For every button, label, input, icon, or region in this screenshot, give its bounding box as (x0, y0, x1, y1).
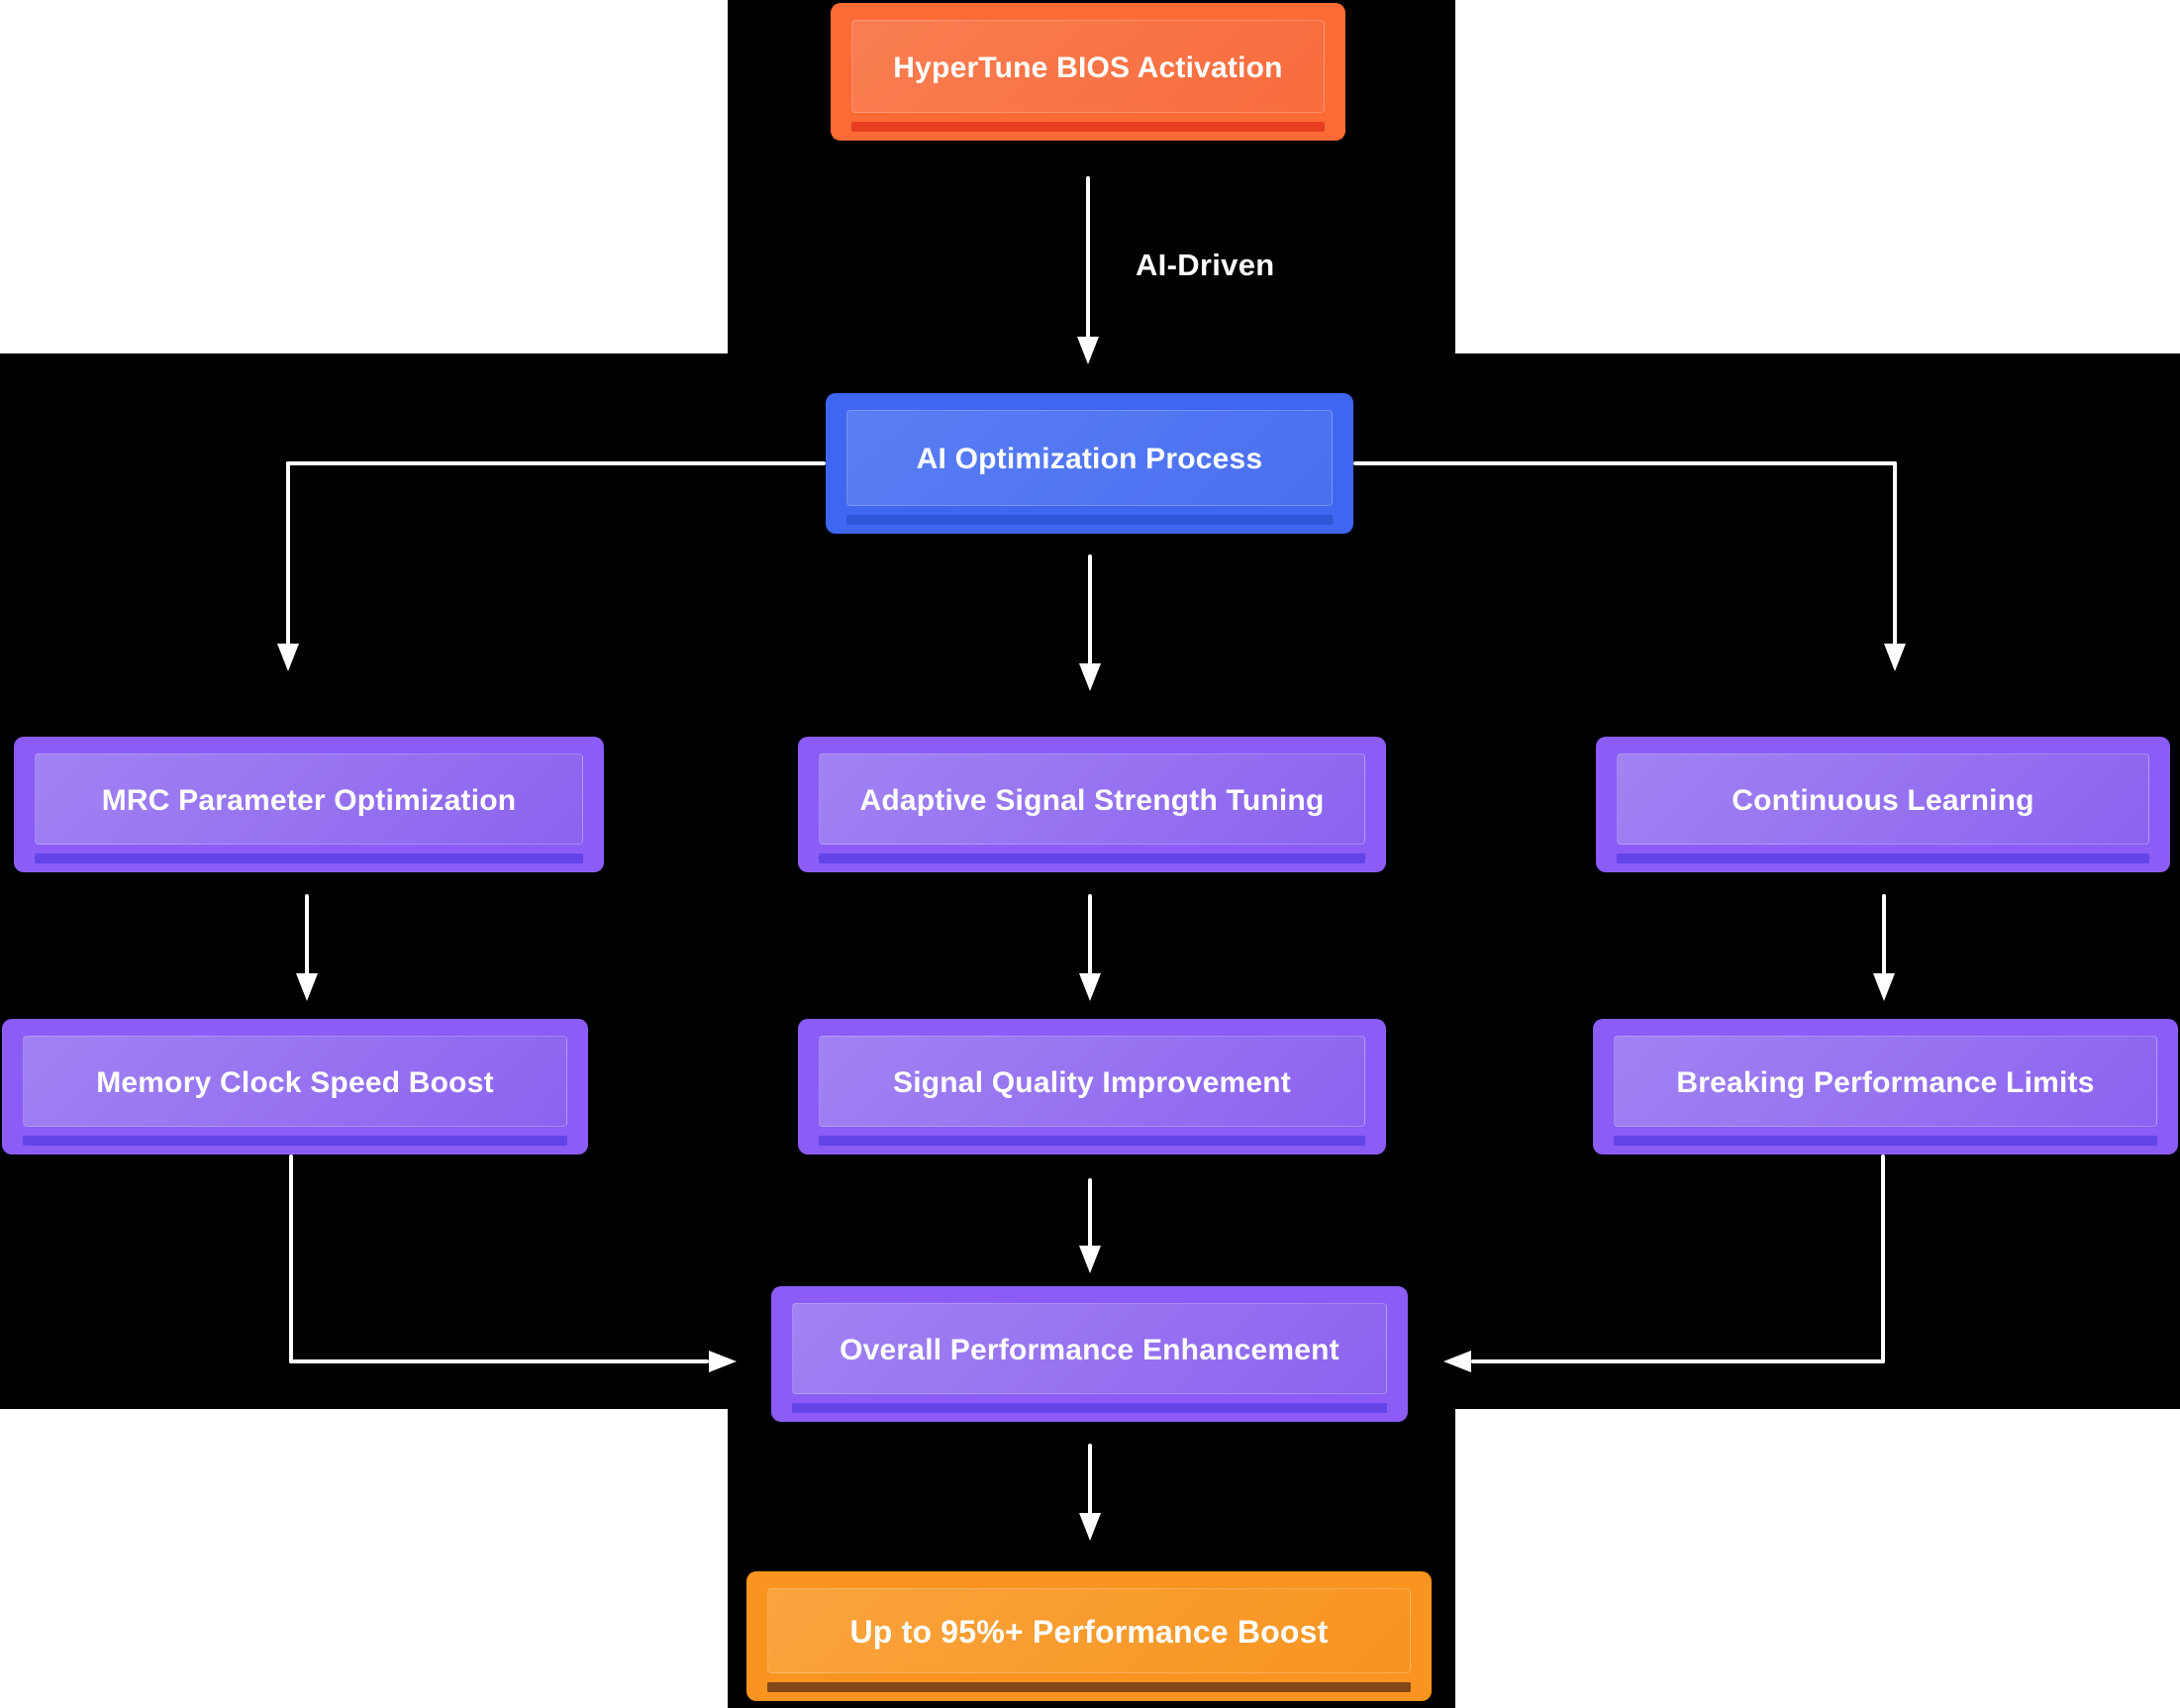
node-accent-stripe (35, 854, 583, 863)
node-label: AI Optimization Process (916, 443, 1263, 475)
node-label: Memory Clock Speed Boost (96, 1065, 494, 1099)
node-label: Breaking Performance Limits (1676, 1065, 2095, 1099)
canvas-corner-top-left (0, 0, 728, 353)
arrow-adaptive-to-signal-shaft (1088, 894, 1092, 975)
arrow-ai-to-mrc-head (277, 644, 299, 671)
node-adaptive-signal-strength-tuning: Adaptive Signal Strength Tuning (798, 737, 1386, 872)
arrow-breaking-to-overall-head (1443, 1351, 1471, 1372)
arrow-overall-to-boost-shaft (1088, 1444, 1092, 1515)
node-hypertune-bios-activation: HyperTune BIOS Activation (831, 3, 1345, 141)
node-accent-stripe (819, 854, 1365, 863)
arrow-breaking-to-overall-vertical (1881, 1155, 1885, 1363)
arrow-overall-to-boost-head (1079, 1513, 1101, 1541)
arrow-memory-to-overall-horizontal (289, 1359, 709, 1363)
node-inner-panel (35, 754, 583, 845)
node-mrc-parameter-optimization: MRC Parameter Optimization (14, 737, 604, 872)
node-breaking-performance-limits: Breaking Performance Limits (1593, 1019, 2178, 1155)
arrow-bios-to-ai-head (1077, 337, 1099, 364)
node-inner-panel (1617, 754, 2149, 845)
node-ai-optimization-process: AI Optimization Process (826, 393, 1353, 534)
node-inner-panel (851, 20, 1325, 113)
arrow-ai-to-continuous-vertical (1893, 461, 1897, 646)
node-inner-panel (819, 1036, 1365, 1127)
node-inner-panel (23, 1036, 567, 1127)
node-label: Signal Quality Improvement (893, 1065, 1291, 1099)
arrow-continuous-to-breaking-head (1873, 973, 1895, 1001)
node-signal-quality-improvement: Signal Quality Improvement (798, 1019, 1386, 1155)
arrow-memory-to-overall-head (709, 1351, 737, 1372)
canvas-corner-bottom-right (1455, 1409, 2180, 1708)
node-accent-stripe (767, 1682, 1411, 1692)
node-accent-stripe (851, 122, 1325, 132)
arrow-ai-to-continuous-horizontal (1353, 461, 1897, 465)
arrow-ai-to-adaptive-head (1079, 663, 1101, 691)
node-label: Adaptive Signal Strength Tuning (859, 783, 1325, 817)
arrow-mrc-to-memory-head (296, 973, 318, 1001)
arrow-mrc-to-memory-shaft (305, 894, 309, 975)
node-accent-stripe (819, 1136, 1365, 1146)
arrow-memory-to-overall-vertical (289, 1155, 293, 1363)
node-accent-stripe (23, 1136, 567, 1146)
node-inner-panel (846, 410, 1333, 506)
node-inner-panel (767, 1588, 1411, 1673)
node-accent-stripe (846, 515, 1333, 525)
arrow-ai-to-continuous-head (1884, 644, 1906, 671)
node-memory-clock-speed-boost: Memory Clock Speed Boost (2, 1019, 588, 1155)
arrow-bios-to-ai-shaft (1086, 176, 1090, 339)
arrow-signal-to-overall-head (1079, 1246, 1101, 1273)
node-label: Overall Performance Enhancement (840, 1333, 1339, 1366)
node-overall-performance-enhancement: Overall Performance Enhancement (771, 1286, 1408, 1422)
edge-label-ai-driven: AI-Driven (1136, 248, 1275, 282)
arrow-ai-to-adaptive-shaft (1088, 554, 1092, 665)
node-performance-boost-result: Up to 95%+ Performance Boost (746, 1571, 1432, 1701)
arrow-breaking-to-overall-horizontal (1471, 1359, 1885, 1363)
node-accent-stripe (1614, 1136, 2157, 1146)
arrow-adaptive-to-signal-head (1079, 973, 1101, 1001)
node-label: Up to 95%+ Performance Boost (849, 1614, 1329, 1650)
node-inner-panel (792, 1303, 1387, 1394)
node-label: MRC Parameter Optimization (101, 783, 517, 817)
arrow-continuous-to-breaking-shaft (1882, 894, 1886, 975)
node-label: Continuous Learning (1732, 783, 2034, 817)
arrow-ai-to-mrc-horizontal (286, 461, 826, 465)
arrow-signal-to-overall-shaft (1088, 1178, 1092, 1248)
node-accent-stripe (1617, 854, 2149, 863)
canvas-corner-bottom-left (0, 1409, 728, 1708)
node-inner-panel (819, 754, 1365, 845)
node-accent-stripe (792, 1403, 1387, 1413)
node-label: HyperTune BIOS Activation (893, 50, 1283, 84)
node-inner-panel (1614, 1036, 2157, 1127)
node-continuous-learning: Continuous Learning (1596, 737, 2170, 872)
canvas-corner-top-right (1455, 0, 2180, 353)
arrow-ai-to-mrc-vertical (286, 461, 290, 646)
